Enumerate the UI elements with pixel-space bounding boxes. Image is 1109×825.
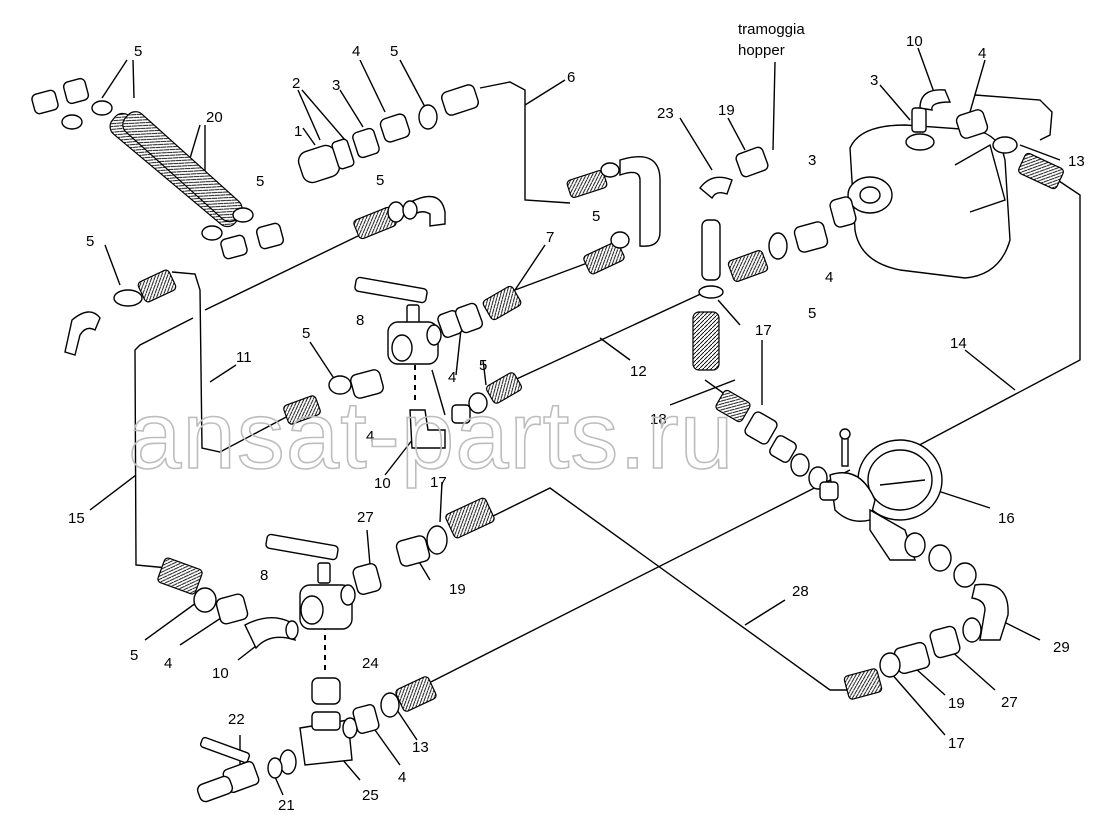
- part-label: 15: [68, 510, 85, 527]
- hose-sleeve-17: [445, 497, 495, 539]
- part-label: 8: [356, 312, 364, 329]
- part-label: 25: [362, 787, 379, 804]
- part-label: 4: [978, 45, 986, 62]
- part-labels: tramoggia hopper 5 20 5 2 1 3 4 5 6 23 1…: [68, 21, 1085, 814]
- part-label: 6: [567, 69, 575, 86]
- hose-sleeve-28: [843, 668, 883, 700]
- part-label: 19: [948, 695, 965, 712]
- part-label: 5: [376, 172, 384, 189]
- fittings: [31, 77, 1053, 803]
- part-label: 13: [1068, 153, 1085, 170]
- pressure-gauge-16: [829, 428, 943, 522]
- part-label: 10: [906, 33, 923, 50]
- part-label: 5: [479, 357, 487, 374]
- part-label: 2: [292, 75, 300, 92]
- part-label: 19: [718, 102, 735, 119]
- part-label: 17: [430, 474, 447, 491]
- hopper-label-it: tramoggia: [738, 21, 805, 38]
- hose-sleeve-12: [486, 372, 522, 404]
- hose-sleeve-8: [482, 285, 522, 321]
- part-label: 1: [294, 123, 302, 140]
- hose-sleeve-7: [583, 241, 625, 275]
- valve-8-upper: [354, 276, 442, 365]
- part-label: 27: [1001, 694, 1018, 711]
- part-label: 5: [256, 173, 264, 190]
- part-label: 29: [1053, 639, 1070, 656]
- part-label: 8: [260, 567, 268, 584]
- part-label: 16: [998, 510, 1015, 527]
- part-label: 28: [792, 583, 809, 600]
- part-label: 22: [228, 711, 245, 728]
- part-label: 20: [206, 109, 223, 126]
- part-label: 5: [130, 647, 138, 664]
- part-label: 5: [390, 43, 398, 60]
- hose-sleeve-6: [566, 170, 608, 198]
- hose-segments: [109, 111, 1064, 712]
- part-label: 7: [546, 229, 554, 246]
- part-label: 4: [164, 655, 172, 672]
- part-label: 27: [357, 509, 374, 526]
- part-label: 10: [374, 475, 391, 492]
- hose-sleeve-5: [137, 269, 177, 303]
- hose-sleeve-18b: [715, 389, 751, 423]
- hose-sleeve-11: [283, 395, 321, 425]
- part-label: 3: [870, 72, 878, 89]
- part-label: 4: [352, 43, 360, 60]
- part-label: 5: [808, 305, 816, 322]
- watermark: ansat-parts.ru: [128, 382, 734, 489]
- hose-sleeve-mid: [727, 250, 769, 282]
- part-label: 4: [825, 269, 833, 286]
- part-label: 14: [950, 335, 967, 352]
- hose-sleeve-13: [395, 676, 437, 712]
- part-label: 24: [362, 655, 379, 672]
- part-label: 5: [592, 208, 600, 225]
- part-label: 11: [236, 349, 252, 366]
- part-label: 3: [808, 152, 816, 169]
- part-label: 19: [449, 581, 466, 598]
- valve-8-lower: [265, 533, 356, 630]
- part-label: 5: [134, 43, 142, 60]
- hopper-label-en: hopper: [738, 42, 785, 59]
- part-label: 5: [86, 233, 94, 250]
- hose-20b: [122, 111, 243, 223]
- part-label: 18: [650, 411, 667, 428]
- part-label: 3: [332, 77, 340, 94]
- part-label: 4: [398, 769, 406, 786]
- hose-sleeve-18: [692, 311, 720, 371]
- standpipe: [701, 219, 721, 281]
- hose-sleeve-14: [1018, 152, 1064, 190]
- part-label: 4: [448, 369, 456, 386]
- part-label: 23: [657, 105, 674, 122]
- part-label: 10: [212, 665, 229, 682]
- part-label: 5: [302, 325, 310, 342]
- hose-sleeve-15: [157, 557, 203, 595]
- part-label: 21: [278, 797, 295, 814]
- tap-22: [196, 736, 260, 803]
- part-label: 13: [412, 739, 429, 756]
- part-label: 17: [948, 735, 965, 752]
- pump-body: [849, 124, 1011, 279]
- part-label: 12: [630, 363, 647, 380]
- part-label: 17: [755, 322, 772, 339]
- part-label: 4: [366, 428, 374, 445]
